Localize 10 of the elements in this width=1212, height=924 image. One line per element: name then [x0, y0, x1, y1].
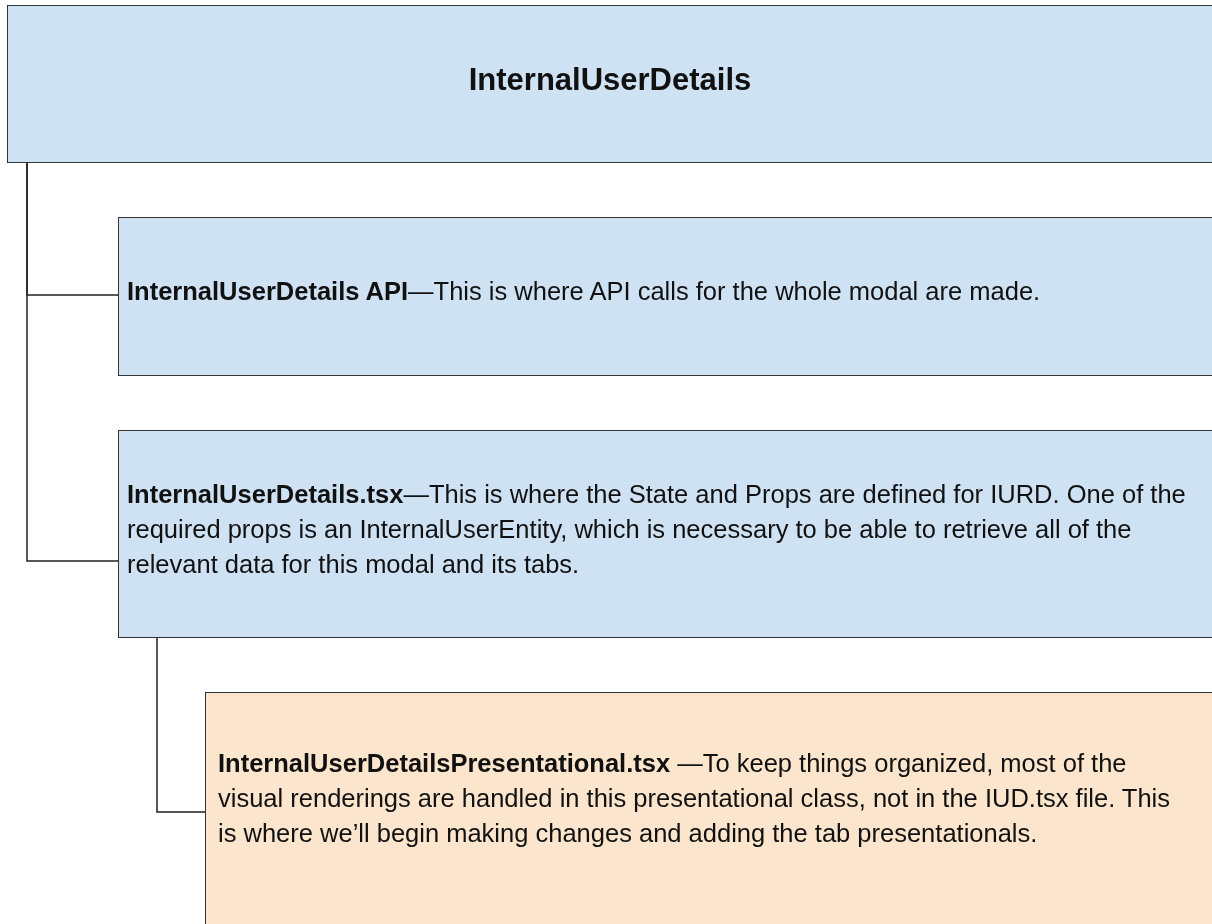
description-text: InternalUserDetails.tsx—This is where the State and Props are defined for IURD. One of the required props is an InternalUserEntity, which is necessary to be able to retrieve all of the relevant data for this modal and its tabs. — [127, 478, 1187, 580]
connector-line — [156, 637, 206, 813]
connector-line — [26, 162, 119, 562]
description-text: InternalUserDetailsPresentational.tsx —To keep things organized, most of the visual renderings are handled in this presentational class, not in the IUD.tsx file. This is where we’ll begin making changes and adding the tab presentationals. — [218, 747, 1172, 849]
description-box — [205, 692, 1212, 924]
description-text: InternalUserDetails API—This is where API calls for the whole modal are made. — [127, 276, 1041, 307]
description-box — [118, 217, 1212, 376]
description-box — [118, 430, 1212, 638]
title-box — [7, 5, 1212, 163]
title-text: InternalUserDetails — [467, 61, 753, 97]
